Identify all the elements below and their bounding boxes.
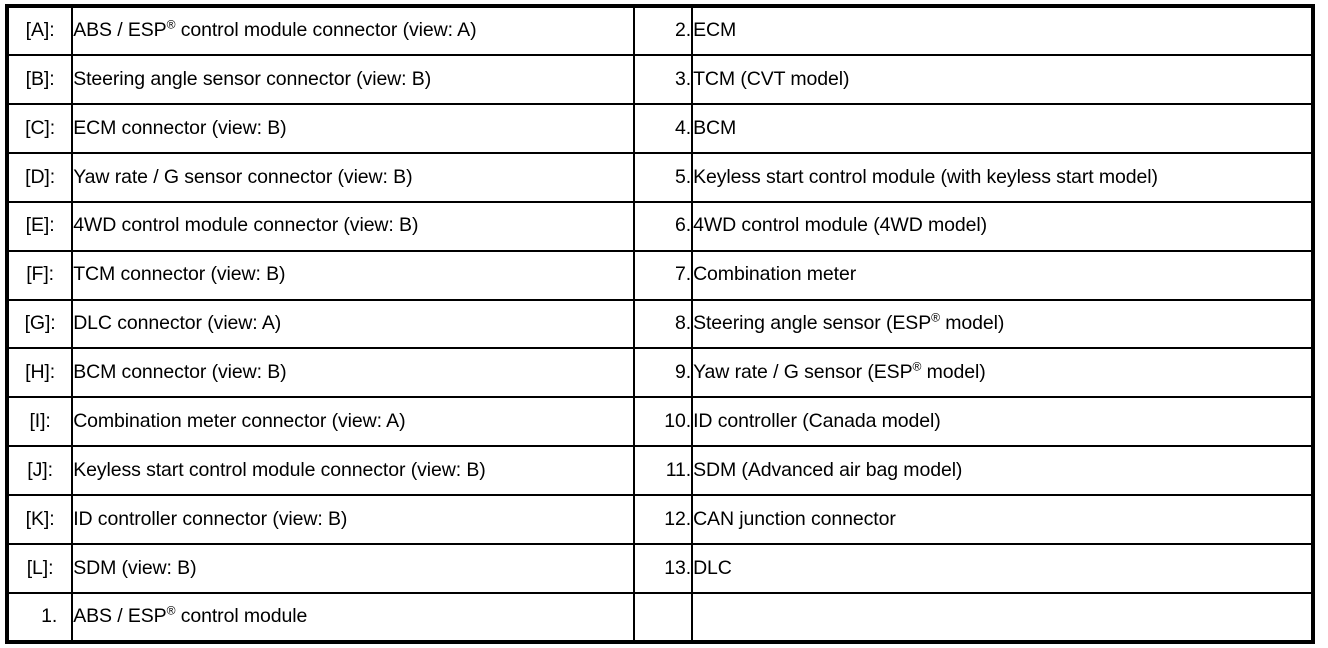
row-key-label: [L]: [7, 543, 74, 595]
row-number-label: 7. [632, 249, 694, 301]
row-key-label: [E]: [7, 200, 74, 252]
row-description: ID controller connector (view: B) [71, 494, 635, 546]
table-body: [A]:ABS / ESP® control module connector … [7, 6, 1313, 642]
row-key-label: [A]: [7, 6, 74, 56]
row-description: SDM (view: B) [71, 543, 635, 595]
row-component-name: SDM (Advanced air bag model) [691, 445, 1313, 497]
table-row: [I]:Combination meter connector (view: A… [7, 396, 1313, 448]
row-description: DLC connector (view: A) [71, 298, 635, 350]
row-description: ABS / ESP® control module connector (vie… [71, 6, 635, 56]
row-key-label: [H]: [7, 347, 74, 399]
row-key-label: [D]: [7, 151, 74, 203]
row-description: Steering angle sensor connector (view: B… [71, 53, 635, 105]
registered-trademark-icon: ® [166, 17, 176, 32]
row-number-label: 10. [632, 396, 694, 448]
registered-trademark-icon: ® [912, 359, 922, 374]
row-key-label: [J]: [7, 445, 74, 497]
row-description: Yaw rate / G sensor connector (view: B) [71, 151, 635, 203]
row-component-name: ECM [691, 6, 1313, 56]
table-row: [D]:Yaw rate / G sensor connector (view:… [7, 151, 1313, 203]
row-component-name: Yaw rate / G sensor (ESP® model) [691, 347, 1313, 399]
row-description: Keyless start control module connector (… [71, 445, 635, 497]
table-row: [K]:ID controller connector (view: B)12.… [7, 494, 1313, 546]
row-description: TCM connector (view: B) [71, 249, 635, 301]
table-row: [A]:ABS / ESP® control module connector … [7, 6, 1313, 56]
table-row: [E]:4WD control module connector (view: … [7, 200, 1313, 252]
row-key-label: [K]: [7, 494, 74, 546]
row-key-label: [G]: [7, 298, 74, 350]
table-row: [C]:ECM connector (view: B)4.BCM [7, 102, 1313, 154]
row-number-label: 8. [632, 298, 694, 350]
table-row: [B]:Steering angle sensor connector (vie… [7, 53, 1313, 105]
row-description: ECM connector (view: B) [71, 102, 635, 154]
row-number-label: 6. [632, 200, 694, 252]
row-component-name: Keyless start control module (with keyle… [691, 151, 1313, 203]
row-key-label: [F]: [7, 249, 74, 301]
table-row: [H]:BCM connector (view: B)9.Yaw rate / … [7, 347, 1313, 399]
row-number-label: 12. [632, 494, 694, 546]
row-number-label: 4. [632, 102, 694, 154]
row-number-label: 13. [632, 543, 694, 595]
row-component-name: ID controller (Canada model) [691, 396, 1313, 448]
row-description: ABS / ESP® control module [71, 592, 635, 642]
row-number-label [632, 592, 694, 642]
row-description: BCM connector (view: B) [71, 347, 635, 399]
row-component-name: Combination meter [691, 249, 1313, 301]
row-component-name [691, 592, 1313, 642]
row-component-name: BCM [691, 102, 1313, 154]
row-number-label: 11. [632, 445, 694, 497]
row-number-label: 3. [632, 53, 694, 105]
row-description: 4WD control module connector (view: B) [71, 200, 635, 252]
registered-trademark-icon: ® [166, 603, 176, 618]
registered-trademark-icon: ® [931, 310, 940, 325]
row-key-label: [B]: [7, 53, 74, 105]
row-component-name: TCM (CVT model) [691, 53, 1313, 105]
connector-reference-table: [A]:ABS / ESP® control module connector … [5, 4, 1315, 644]
table-row: [F]:TCM connector (view: B)7.Combination… [7, 249, 1313, 301]
row-key-label: [C]: [7, 102, 74, 154]
row-component-name: DLC [691, 543, 1313, 595]
table-row: [J]:Keyless start control module connect… [7, 445, 1313, 497]
row-key-label: [I]: [7, 396, 74, 448]
row-component-name: Steering angle sensor (ESP® model) [691, 298, 1313, 350]
row-key-label: 1. [7, 592, 74, 642]
row-number-label: 9. [632, 347, 694, 399]
row-description: Combination meter connector (view: A) [71, 396, 635, 448]
table-row: [G]:DLC connector (view: A)8.Steering an… [7, 298, 1313, 350]
row-component-name: 4WD control module (4WD model) [691, 200, 1313, 252]
table-row: [L]:SDM (view: B)13.DLC [7, 543, 1313, 595]
row-component-name: CAN junction connector [691, 494, 1313, 546]
table-row: 1.ABS / ESP® control module [7, 592, 1313, 642]
row-number-label: 5. [632, 151, 694, 203]
row-number-label: 2. [632, 6, 694, 56]
